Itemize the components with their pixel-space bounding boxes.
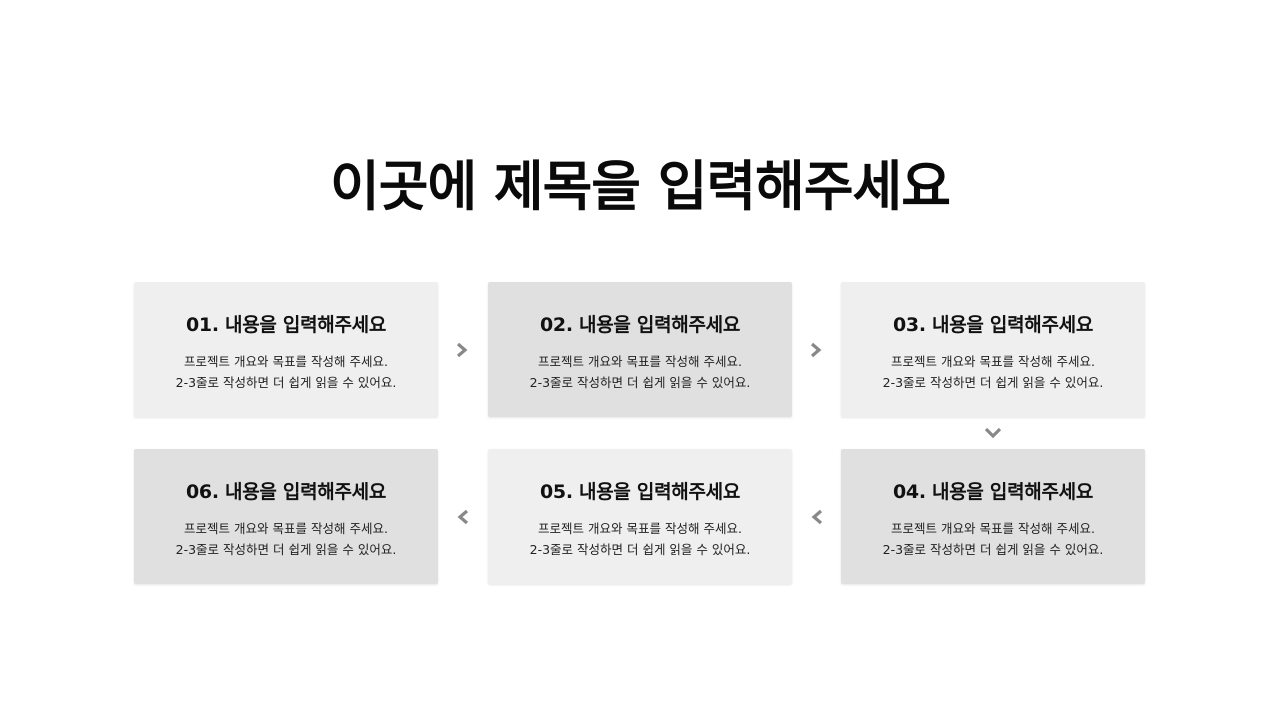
step-desc-line: 2-3줄로 작성하면 더 쉽게 읽을 수 있어요. (175, 375, 397, 390)
step-desc-line: 2-3줄로 작성하면 더 쉽게 읽을 수 있어요. (175, 542, 397, 557)
step-title: 01. 내용을 입력해주세요 (185, 314, 386, 336)
step-description: 프로젝트 개요와 목표를 작성해 주세요. 2-3줄로 작성하면 더 쉽게 읽을… (176, 351, 397, 393)
step-desc-line: 프로젝트 개요와 목표를 작성해 주세요. (184, 354, 388, 369)
chevron-right-icon (806, 340, 826, 360)
step-card-06: 06. 내용을 입력해주세요 프로젝트 개요와 목표를 작성해 주세요. 2-3… (134, 449, 438, 584)
step-desc-line: 프로젝트 개요와 목표를 작성해 주세요. (891, 354, 1095, 369)
step-desc-line: 프로젝트 개요와 목표를 작성해 주세요. (538, 354, 742, 369)
step-card-01: 01. 내용을 입력해주세요 프로젝트 개요와 목표를 작성해 주세요. 2-3… (134, 282, 438, 417)
step-card-02: 02. 내용을 입력해주세요 프로젝트 개요와 목표를 작성해 주세요. 2-3… (488, 282, 792, 417)
step-card-03: 03. 내용을 입력해주세요 프로젝트 개요와 목표를 작성해 주세요. 2-3… (841, 282, 1145, 417)
step-title: 03. 내용을 입력해주세요 (892, 314, 1093, 336)
step-title: 06. 내용을 입력해주세요 (185, 481, 386, 503)
step-desc-line: 2-3줄로 작성하면 더 쉽게 읽을 수 있어요. (882, 542, 1104, 557)
step-title: 04. 내용을 입력해주세요 (892, 481, 1093, 503)
chevron-left-icon (807, 507, 827, 527)
step-card-05: 05. 내용을 입력해주세요 프로젝트 개요와 목표를 작성해 주세요. 2-3… (488, 449, 792, 584)
slide-title: 이곳에 제목을 입력해주세요 (330, 155, 951, 218)
step-card-04: 04. 내용을 입력해주세요 프로젝트 개요와 목표를 작성해 주세요. 2-3… (841, 449, 1145, 584)
step-description: 프로젝트 개요와 목표를 작성해 주세요. 2-3줄로 작성하면 더 쉽게 읽을… (530, 518, 751, 560)
chevron-right-icon (452, 340, 472, 360)
chevron-down-icon (983, 423, 1003, 443)
step-description: 프로젝트 개요와 목표를 작성해 주세요. 2-3줄로 작성하면 더 쉽게 읽을… (883, 351, 1104, 393)
step-desc-line: 프로젝트 개요와 목표를 작성해 주세요. (891, 521, 1095, 536)
step-desc-line: 2-3줄로 작성하면 더 쉽게 읽을 수 있어요. (529, 375, 751, 390)
step-title: 02. 내용을 입력해주세요 (539, 314, 740, 336)
step-desc-line: 프로젝트 개요와 목표를 작성해 주세요. (538, 521, 742, 536)
step-title: 05. 내용을 입력해주세요 (539, 481, 740, 503)
step-description: 프로젝트 개요와 목표를 작성해 주세요. 2-3줄로 작성하면 더 쉽게 읽을… (176, 518, 397, 560)
chevron-left-icon (453, 507, 473, 527)
step-desc-line: 2-3줄로 작성하면 더 쉽게 읽을 수 있어요. (882, 375, 1104, 390)
step-description: 프로젝트 개요와 목표를 작성해 주세요. 2-3줄로 작성하면 더 쉽게 읽을… (530, 351, 751, 393)
step-desc-line: 프로젝트 개요와 목표를 작성해 주세요. (184, 521, 388, 536)
step-desc-line: 2-3줄로 작성하면 더 쉽게 읽을 수 있어요. (529, 542, 751, 557)
step-description: 프로젝트 개요와 목표를 작성해 주세요. 2-3줄로 작성하면 더 쉽게 읽을… (883, 518, 1104, 560)
